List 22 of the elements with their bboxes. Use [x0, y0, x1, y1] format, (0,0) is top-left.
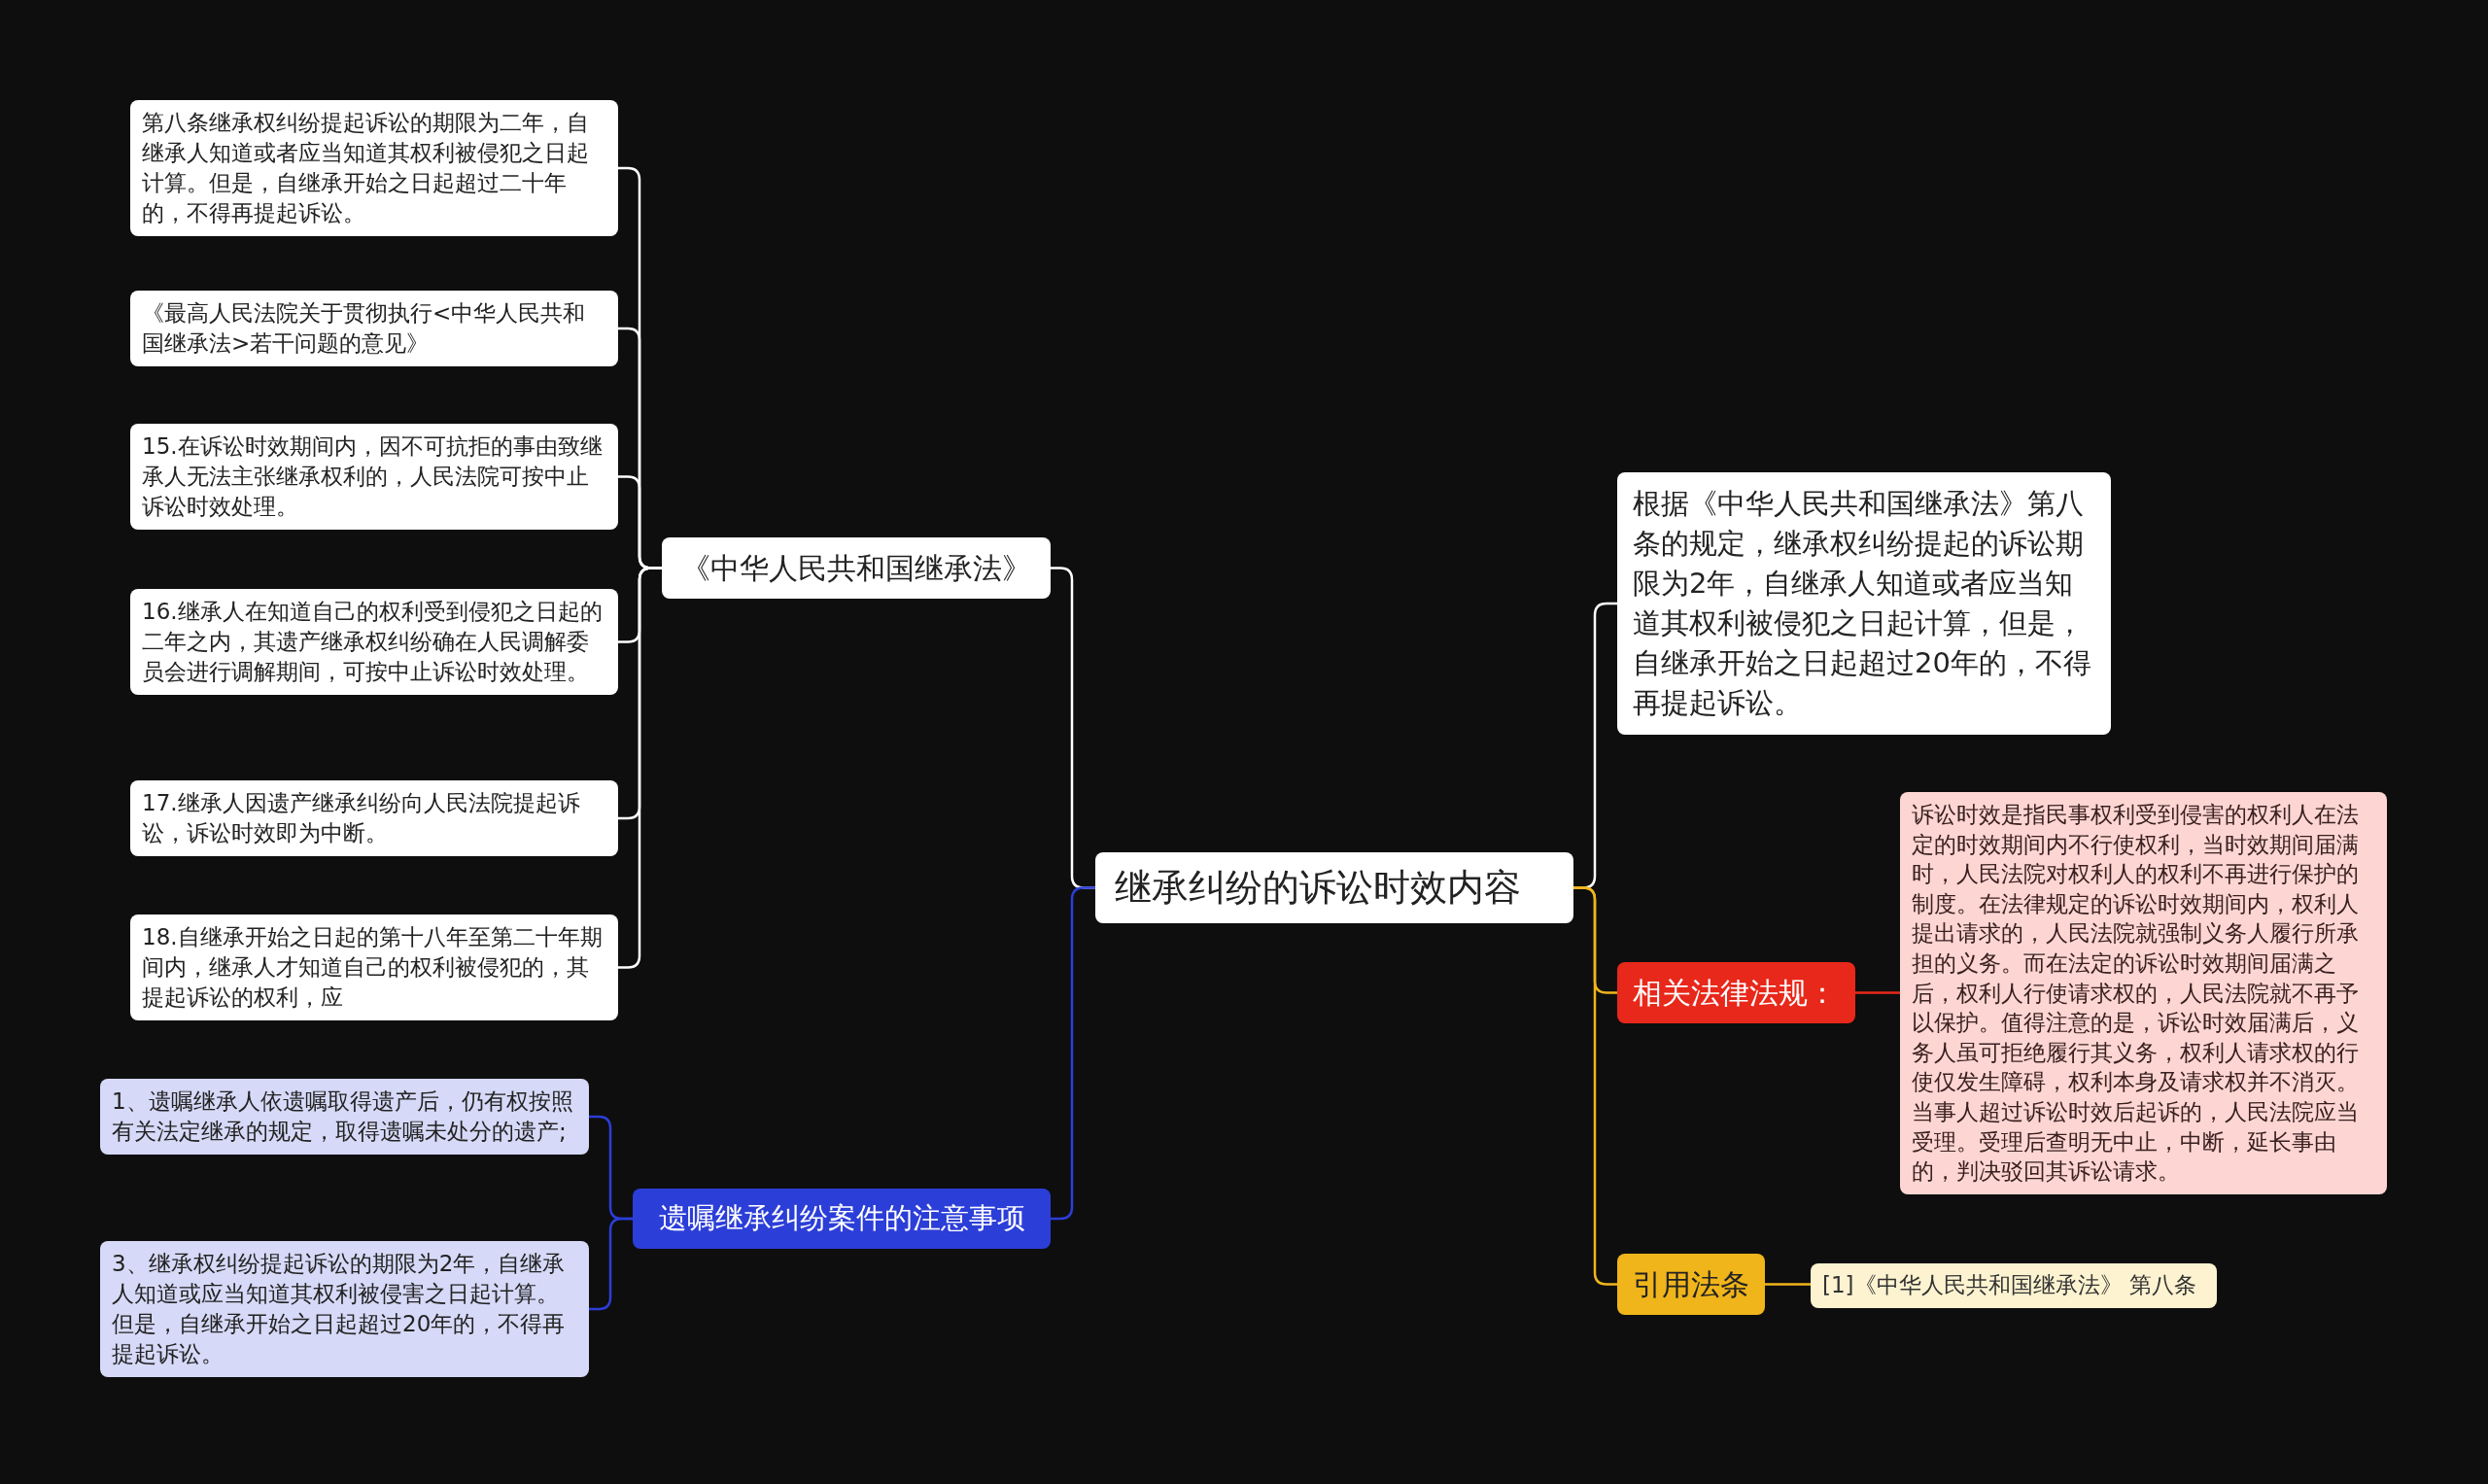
root-topic: 继承纠纷的诉讼时效内容	[1095, 852, 1573, 924]
branch-topic: 遗嘱继承纠纷案件的注意事项	[633, 1189, 1051, 1249]
connector-line	[1765, 1283, 1811, 1286]
connector-line	[1855, 991, 1900, 994]
branch-topic: 《中华人民共和国继承法》	[662, 537, 1051, 599]
leaf-card: 15.在诉讼时效期间内，因不可抗拒的事由致继承人无法主张继承权利的，人民法院可按中止诉讼时效处理。	[130, 424, 618, 530]
citation-card: [1]《中华人民共和国继承法》 第八条	[1811, 1263, 2217, 1308]
leaf-card: 1、遗嘱继承人依遗嘱取得遗产后，仍有权按照有关法定继承的规定，取得遗嘱未处分的遗产;	[100, 1079, 589, 1155]
connector-line	[618, 567, 662, 969]
leaf-card: 17.继承人因遗产继承纠纷向人民法院提起诉讼，诉讼时效即为中断。	[130, 780, 618, 856]
connector-line	[1573, 886, 1617, 1286]
connector-line	[589, 1217, 633, 1311]
leaf-card: 16.继承人在知道自己的权利受到侵犯之日起的二年之内，其遗产继承权纠纷确在人民调解委员会进行调解期间，可按中止诉讼时效处理。	[130, 589, 618, 695]
branch-topic: 引用法条	[1617, 1254, 1765, 1315]
note-card: 诉讼时效是指民事权利受到侵害的权利人在法定的时效期间内不行使权利，当时效期间届满时，人民法院对权利人的权利不再进行保护的制度。在法律规定的诉讼时效期间内，权利人提出请求的，人民法院就强制义务人履行所承担的义务。而在法定的诉讼时效期间届满之后，权利人行使请求权的，人民法院就不再予以保护。值得注意的是，诉讼时效届满后，义务人虽可拒绝履行其义务，权利人请求权的行使仅发生障碍，权利本身及请求权并不消灭。当事人超过诉讼时效后起诉的，人民法院应当受理。受理后查明无中止，中断，延长事由的，判决驳回其诉讼请求。	[1900, 792, 2387, 1194]
branch-topic: 相关法律法规：	[1617, 962, 1855, 1023]
leaf-card: 18.自继承开始之日起的第十八年至第二十年期间内，继承人才知道自己的权利被侵犯的，其提起诉讼的权利，应	[130, 915, 618, 1020]
summary-card: 根据《中华人民共和国继承法》第八条的规定，继承权纠纷提起的诉讼期限为2年，自继承人知道或者应当知道其权利被侵犯之日起计算，但是，自继承开始之日起超过20年的，不得再提起诉讼。	[1617, 472, 2111, 735]
connector-line	[1051, 886, 1095, 1221]
leaf-card: 《最高人民法院关于贯彻执行<中华人民共和国继承法>若干问题的意见》	[130, 291, 618, 366]
leaf-card: 3、继承权纠纷提起诉讼的期限为2年，自继承人知道或应当知道其权利被侵害之日起计算。但是，自继承开始之日起超过20年的，不得再提起诉讼。	[100, 1241, 589, 1377]
leaf-card: 第八条继承权纠纷提起诉讼的期限为二年，自继承人知道或者应当知道其权利被侵犯之日起计算。但是，自继承开始之日起超过二十年的，不得再提起诉讼。	[130, 100, 618, 236]
